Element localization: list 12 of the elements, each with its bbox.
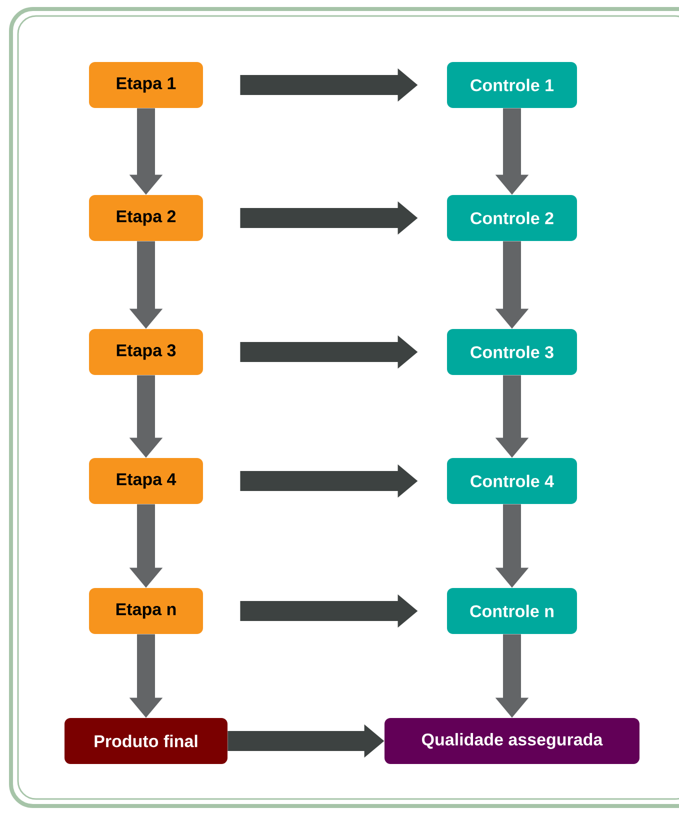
step-box: Etapa 4 (89, 458, 203, 504)
step-box: Etapa 2 (89, 195, 203, 241)
control-box: Controle 4 (447, 458, 577, 504)
control-box: Controle n (447, 588, 577, 634)
control-box: Controle 3 (447, 329, 577, 375)
result-box: Produto final (64, 718, 228, 764)
control-box: Controle 1 (447, 62, 577, 108)
result-box: Qualidade assegurada (384, 718, 640, 764)
control-box: Controle 2 (447, 195, 577, 241)
step-box: Etapa 1 (89, 62, 203, 108)
step-box: Etapa 3 (89, 329, 203, 375)
step-box: Etapa n (89, 588, 203, 634)
